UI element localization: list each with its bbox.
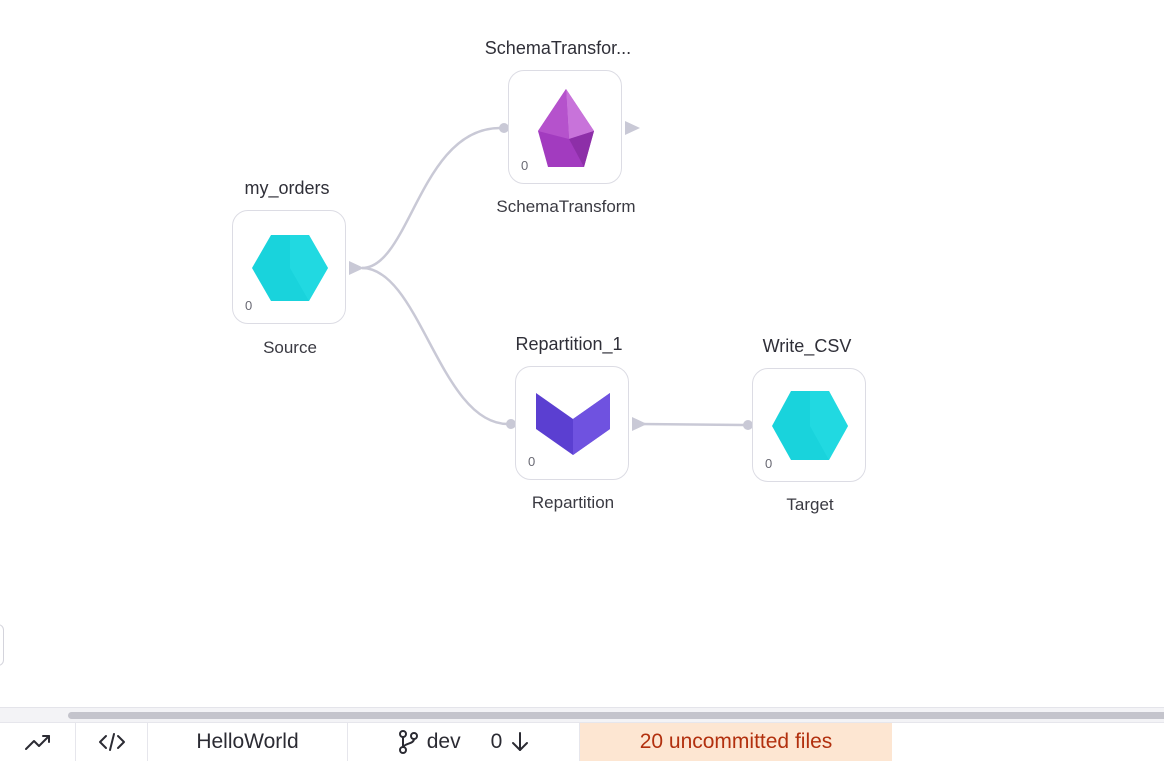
branch-selector[interactable]: dev 0 <box>348 723 580 761</box>
node-type-repartition: Repartition <box>531 493 615 512</box>
arrow-down-icon <box>512 732 529 751</box>
git-branch-icon <box>398 730 418 754</box>
branch-name: dev <box>426 730 461 753</box>
node-type-schematransform: SchemaTransform <box>496 197 636 216</box>
schematransform-input-port[interactable] <box>499 123 509 133</box>
project-label: HelloWorld <box>196 730 299 753</box>
schema-transform-crystal-icon <box>538 89 594 167</box>
pipeline-canvas[interactable]: my_orders 0 Source SchemaTransfor... 0 S… <box>0 0 1164 706</box>
node-write-csv[interactable]: 0 <box>752 368 866 482</box>
source-output-port[interactable] <box>349 261 364 275</box>
node-title-write-csv[interactable]: Write_CSV <box>762 336 852 356</box>
node-my-orders[interactable]: 0 <box>232 210 346 324</box>
node-repartition-1[interactable]: 0 <box>515 366 629 480</box>
node-count: 0 <box>245 298 253 313</box>
node-title-schematransform[interactable]: SchemaTransfor... <box>484 38 632 58</box>
pipeline-edges <box>349 121 753 431</box>
repartition-input-port[interactable] <box>506 419 516 429</box>
target-hexagon-icon <box>772 391 848 460</box>
scrollbar-thumb[interactable] <box>68 712 1164 719</box>
node-schematransform[interactable]: 0 <box>508 70 622 184</box>
target-input-port[interactable] <box>743 420 753 430</box>
source-hexagon-icon <box>252 235 328 301</box>
code-icon <box>98 733 125 751</box>
node-count: 0 <box>765 456 773 471</box>
uncommitted-files-badge[interactable]: 20 uncommitted files <box>580 723 892 761</box>
left-panel-toggle[interactable] <box>0 624 4 666</box>
edge-source-to-repartition[interactable] <box>361 266 509 426</box>
trending-up-icon <box>24 735 50 750</box>
code-view-button[interactable] <box>76 723 148 761</box>
node-type-target: Target <box>786 495 834 514</box>
uncommitted-label: 20 uncommitted files <box>639 730 833 753</box>
node-title-repartition-1[interactable]: Repartition_1 <box>515 334 623 354</box>
edge-source-to-schematransform[interactable] <box>361 126 501 270</box>
metrics-button[interactable] <box>0 723 76 761</box>
node-count: 0 <box>528 454 536 469</box>
repartition-chevron-icon <box>536 393 610 455</box>
node-title-my-orders[interactable]: my_orders <box>244 178 330 198</box>
node-type-source: Source <box>263 338 317 357</box>
schematransform-output-port[interactable] <box>625 121 640 135</box>
project-name[interactable]: HelloWorld <box>148 723 348 761</box>
edge-repartition-to-target[interactable] <box>639 422 745 427</box>
status-bar: HelloWorld dev 0 20 uncommitted files <box>0 722 1164 761</box>
horizontal-scrollbar[interactable] <box>0 707 1164 722</box>
repartition-output-port[interactable] <box>632 417 647 431</box>
pull-count: 0 <box>490 730 503 753</box>
node-count: 0 <box>521 158 529 173</box>
